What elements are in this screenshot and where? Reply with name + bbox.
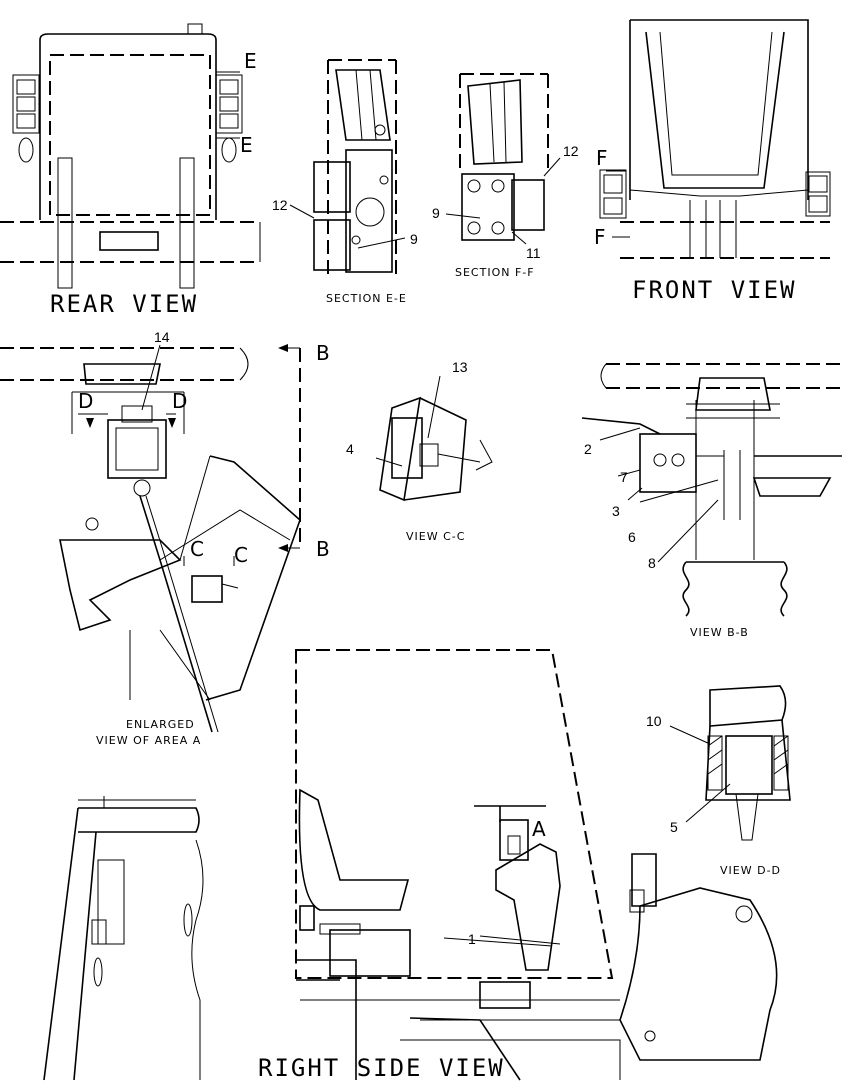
- callout-13: 13: [452, 359, 468, 375]
- callout-11: 11: [526, 245, 541, 261]
- front-view-title: FRONT VIEW: [632, 276, 797, 304]
- right-side-view-drawing: [295, 649, 778, 1081]
- view-c-drawing: [375, 375, 493, 502]
- view-c-caption: VIEW C-C: [406, 530, 465, 543]
- section-letter-e-lower: E: [240, 133, 253, 157]
- section-letter-d-left: D: [78, 389, 93, 413]
- section-e-drawing: [289, 59, 406, 275]
- callout-12-section-f: 12: [563, 143, 579, 159]
- rear-view-title: REAR VIEW: [50, 290, 198, 318]
- section-letter-b-upper: B: [316, 341, 330, 365]
- section-e-caption: SECTION E-E: [326, 292, 407, 305]
- rear-view-drawing: [0, 23, 261, 289]
- section-letter-f-lower: F: [594, 225, 606, 249]
- side-fragment-drawing: [43, 796, 204, 1081]
- section-letter-f-upper: F: [596, 146, 608, 170]
- right-side-view-title: RIGHT SIDE VIEW: [258, 1054, 505, 1082]
- section-letter-c-left: C: [190, 537, 204, 561]
- callout-2: 2: [584, 441, 592, 457]
- callout-12-section-e: 12: [272, 197, 288, 213]
- enlarged-area-a-drawing: [0, 344, 301, 733]
- section-f-drawing: [445, 73, 561, 245]
- view-d-drawing: [669, 685, 791, 841]
- view-d-caption: VIEW D-D: [720, 864, 781, 877]
- callout-8: 8: [648, 555, 656, 571]
- section-f-caption: SECTION F-F: [455, 266, 535, 279]
- callout-5: 5: [670, 819, 678, 835]
- section-letter-d-right: D: [172, 389, 187, 413]
- callout-7: 7: [620, 469, 628, 485]
- enlarged-caption-line1: ENLARGED: [126, 718, 195, 731]
- view-b-drawing: [581, 363, 842, 617]
- callout-14: 14: [154, 329, 170, 345]
- callout-1: 1: [468, 931, 476, 947]
- callout-4: 4: [346, 441, 354, 457]
- section-letter-e-upper: E: [244, 49, 257, 73]
- callout-9-section-e: 9: [410, 231, 418, 247]
- view-b-caption: VIEW B-B: [690, 626, 749, 639]
- section-letter-b-lower: B: [316, 537, 330, 561]
- section-letter-a: A: [532, 817, 546, 841]
- callout-9-section-f: 9: [432, 205, 440, 221]
- callout-10: 10: [646, 713, 662, 729]
- section-letter-c-right: C: [234, 543, 248, 567]
- callout-6: 6: [628, 529, 636, 545]
- enlarged-caption-line2: VIEW OF AREA A: [96, 734, 201, 747]
- front-view-drawing: [599, 19, 831, 259]
- callout-3: 3: [612, 503, 620, 519]
